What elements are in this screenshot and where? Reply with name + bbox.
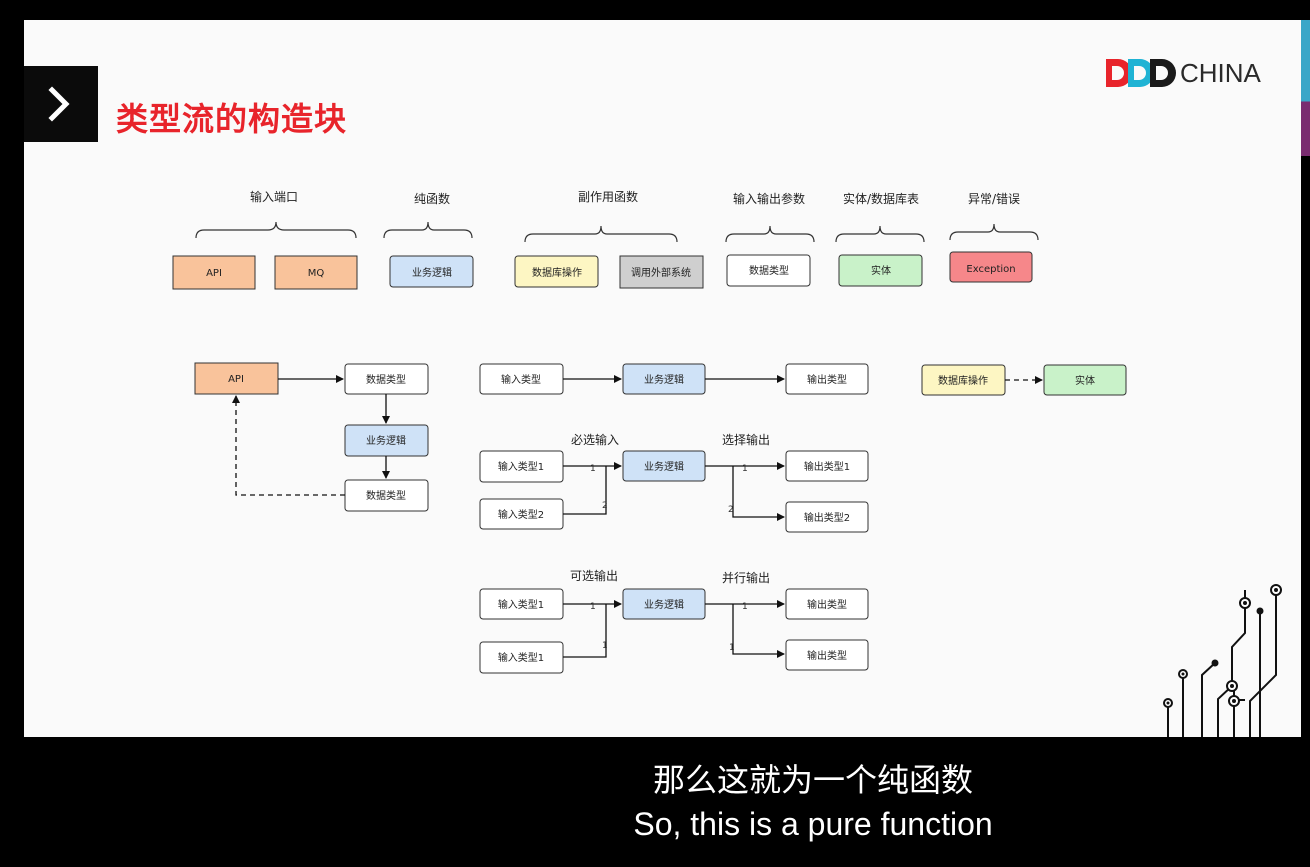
flow-db: 数据库操作 实体 <box>921 364 1127 396</box>
flow-required-output2-text: 输出类型2 <box>804 511 850 524</box>
flow-optional-label-out: 并行输出 <box>722 570 770 585</box>
flow-optional-output1-text: 输出类型 <box>807 598 847 611</box>
flow-required-input1-text: 输入类型1 <box>498 460 544 473</box>
slide-title: 类型流的构造块 <box>116 100 348 138</box>
flow-optional-label-in: 可选输出 <box>570 568 618 583</box>
legend-text-db-op: 数据库操作 <box>532 266 582 279</box>
flow-optional-output2-box <box>785 639 869 671</box>
legend-braces <box>195 221 1039 243</box>
flow-db-entity-box <box>1043 364 1127 396</box>
side-color-strip <box>1301 20 1310 156</box>
line-required-in2 <box>563 466 607 515</box>
legend-text-mq: MQ <box>308 268 325 279</box>
flow-simple-logic-text: 业务逻辑 <box>644 373 684 386</box>
flow-api-type-top-text: 数据类型 <box>366 373 406 386</box>
type-flow-diagram: 输入端口 纯函数 副作用函数 输入输出参数 实体/数据库表 异常/错误 API … <box>172 189 1127 674</box>
legend-label-io-params: 输入输出参数 <box>733 191 805 206</box>
flow-required-output1-box <box>785 450 869 482</box>
legend-box-business-logic <box>389 255 474 288</box>
flow-optional-n3: 1 <box>742 602 748 612</box>
flow-api-logic-text: 业务逻辑 <box>366 434 406 447</box>
slide: 类型流的构造块 CHINA <box>24 20 1301 737</box>
legend-label-side-effect: 副作用函数 <box>578 189 638 204</box>
circuit-decoration-icon <box>1163 584 1282 737</box>
flow-required-label-out: 选择输出 <box>722 432 770 447</box>
ddd-logo-icon <box>1106 59 1176 87</box>
legend-box-api <box>172 255 256 290</box>
legend-box-data-type <box>726 254 811 287</box>
flow-optional: 可选输出 并行输出 输入类型1 输入类型1 业务逻辑 输出类型 输出类型 1 1… <box>479 568 869 674</box>
legend-box-external-call <box>619 255 704 289</box>
flow-api-type-bottom-text: 数据类型 <box>366 489 406 502</box>
legend-label-exception: 异常/错误 <box>968 192 1020 206</box>
flow-required-n3: 1 <box>742 464 748 474</box>
dddchina-logo: CHINA <box>1104 56 1261 90</box>
flow-simple: 输入类型 业务逻辑 输出类型 <box>479 363 869 395</box>
flow-optional-output1-box <box>785 588 869 620</box>
chevron-badge <box>24 66 98 142</box>
flow-db-op-text: 数据库操作 <box>938 374 988 387</box>
legend-text-external-call: 调用外部系统 <box>631 266 691 279</box>
flow-optional-output2-text: 输出类型 <box>807 649 847 662</box>
flow-required-label-in: 必选输入 <box>571 432 619 447</box>
flow-optional-logic-text: 业务逻辑 <box>644 598 684 611</box>
legend-box-mq <box>274 255 358 290</box>
flow-required-output1-text: 输出类型1 <box>804 460 850 473</box>
legend: 输入端口 纯函数 副作用函数 输入输出参数 实体/数据库表 异常/错误 API … <box>172 189 1039 290</box>
subtitle-chinese: 那么这就为一个纯函数 <box>652 761 973 799</box>
flow-required-logic-text: 业务逻辑 <box>644 460 684 473</box>
flow-api-box <box>194 362 279 395</box>
legend-label-pure-function: 纯函数 <box>414 191 450 206</box>
arrow-required-out2 <box>732 466 785 521</box>
legend-text-entity: 实体 <box>871 264 891 277</box>
flow-simple-input-text: 输入类型 <box>501 373 541 386</box>
flow-simple-output-text: 输出类型 <box>807 373 847 386</box>
flow-required: 必选输入 选择输出 输入类型1 输入类型2 业务逻辑 输出类型1 输出类型2 1… <box>479 432 869 533</box>
legend-box-db-op <box>514 255 599 288</box>
logo-text: CHINA <box>1180 57 1261 88</box>
flow-required-input2-text: 输入类型2 <box>498 508 544 521</box>
flow-optional-n2: 1 <box>602 641 608 651</box>
flow-api: API 数据类型 业务逻辑 数据类型 <box>194 362 429 512</box>
legend-text-api: API <box>206 268 222 279</box>
flow-api-text: API <box>228 374 244 385</box>
subtitle-english: So, this is a pure function <box>633 806 993 842</box>
flow-optional-n4: 1 <box>729 643 735 653</box>
flow-optional-input2-text: 输入类型1 <box>498 651 544 664</box>
legend-text-data-type: 数据类型 <box>749 264 789 277</box>
legend-box-exception <box>949 251 1033 283</box>
flow-required-output2-box <box>785 501 869 533</box>
flow-db-entity-text: 实体 <box>1075 374 1095 387</box>
chevron-right-icon <box>48 86 70 122</box>
arrow-dashed-return <box>232 395 345 496</box>
flow-required-n1: 1 <box>590 464 596 474</box>
flow-simple-output-box <box>785 363 869 395</box>
flow-optional-n1: 1 <box>590 602 596 612</box>
flow-required-n4: 2 <box>728 505 734 515</box>
flow-required-n2: 2 <box>602 501 608 511</box>
legend-label-input-port: 输入端口 <box>250 189 298 204</box>
legend-box-entity <box>838 254 923 287</box>
legend-label-entity-table: 实体/数据库表 <box>843 191 919 206</box>
line-optional-in2 <box>563 604 607 658</box>
legend-text-exception: Exception <box>966 264 1015 275</box>
flow-optional-input1-text: 输入类型1 <box>498 598 544 611</box>
arrow-optional-out2 <box>732 604 785 658</box>
legend-text-business-logic: 业务逻辑 <box>412 266 452 279</box>
